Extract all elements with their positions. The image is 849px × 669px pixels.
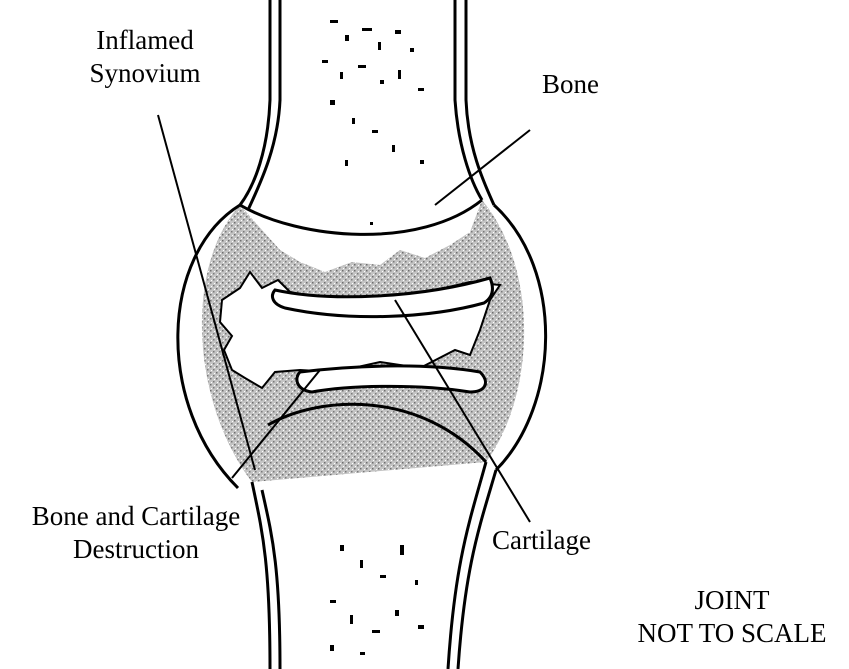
joint-caption: JOINT NOT TO SCALE [618,584,846,650]
inflamed-synovium-label-line2: Synovium [60,57,230,90]
destruction-label-line2: Destruction [0,533,272,566]
cartilage-label: Cartilage [492,524,591,557]
inflamed-synovium-label: Inflamed Synovium [60,24,230,90]
lower-bone-shaft [252,462,496,669]
scale-note: NOT TO SCALE [618,617,846,650]
destruction-label-line1: Bone and Cartilage [0,500,272,533]
bone-leader-line [435,130,530,205]
bone-label: Bone [542,68,599,101]
upper-bone-shaft [240,0,494,210]
bone-cartilage-destruction-label: Bone and Cartilage Destruction [0,500,272,566]
upper-bone-boundary [240,200,482,234]
inflamed-synovium-label-line1: Inflamed [60,24,230,57]
joint-title: JOINT [618,584,846,617]
